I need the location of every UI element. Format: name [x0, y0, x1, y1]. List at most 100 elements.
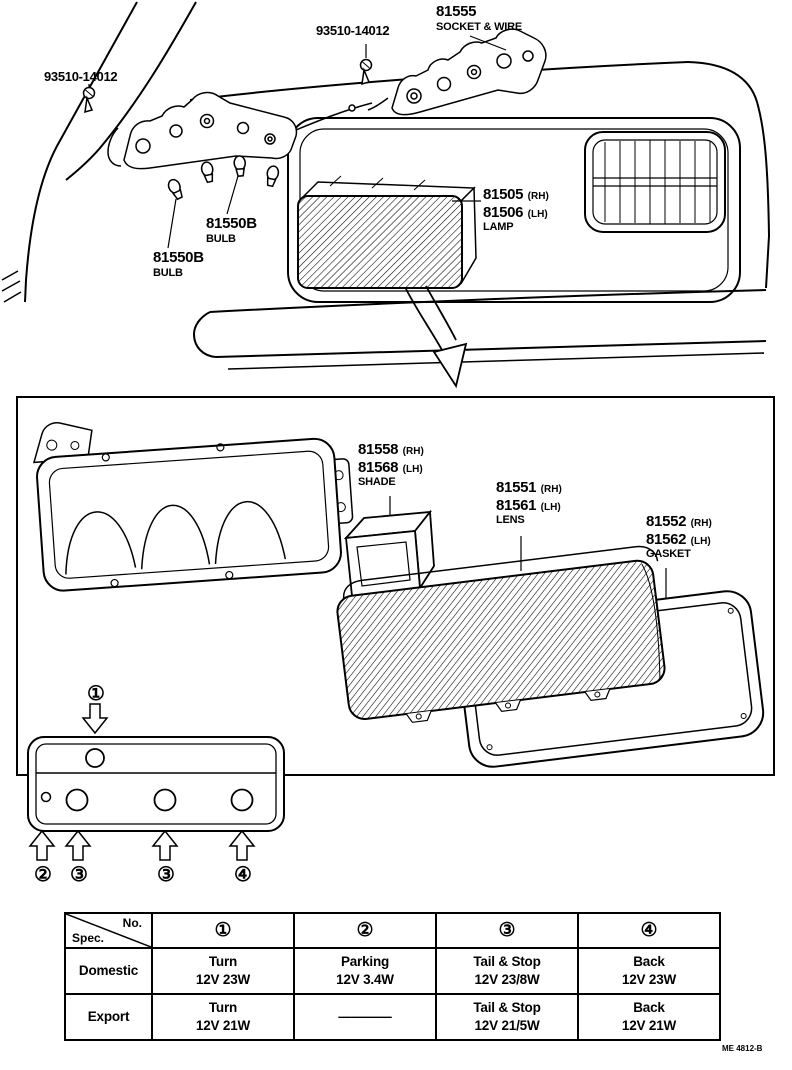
part-desc: SHADE — [358, 476, 396, 489]
tail-lamp-assembly — [297, 175, 477, 289]
part-number: 81558 — [358, 441, 399, 458]
label-screw-mid: 93510-14012 — [316, 23, 390, 38]
cell-line-2: 12V 21W — [195, 1018, 251, 1033]
label-lens: 81551 (RH) 81561 (LH) LENS — [496, 479, 562, 526]
table-cell: Tail & Stop 12V 21/5W — [435, 993, 579, 1041]
part-number: 81555 — [436, 3, 477, 20]
part-number: 81551 — [496, 479, 537, 496]
label-shade: 81558 (RH) 81568 (LH) SHADE — [358, 441, 424, 488]
cell-line-1: Turn — [208, 1000, 238, 1016]
part-number: 81506 — [483, 203, 524, 221]
corner-spec-label: Spec. — [72, 931, 105, 945]
cell-line-2: 12V 23W — [195, 972, 251, 987]
spec-table: No. Spec. ① ② ③ ④ Domestic Turn 12V 23W … — [64, 912, 721, 1041]
part-number: 81550B — [153, 249, 204, 266]
cell-line-2: 12V 21/5W — [474, 1018, 540, 1033]
arrow-down-icon — [81, 703, 109, 735]
cell-line-1: Back — [633, 1000, 665, 1016]
column-header-2: ② — [293, 912, 437, 949]
part-side: (RH) — [690, 518, 712, 529]
detail-box — [16, 396, 775, 776]
column-header-1: ① — [151, 912, 295, 949]
part-side: (RH) — [540, 484, 562, 495]
harness-wire — [295, 97, 389, 131]
part-number: 81561 — [496, 496, 537, 514]
leader-lines — [88, 35, 667, 600]
label-gasket: 81552 (RH) 81562 (LH) GASKET — [646, 513, 712, 560]
corner-diagonal-line — [66, 914, 151, 947]
part-side: (RH) — [527, 191, 549, 202]
callout-3: ③ — [157, 864, 175, 886]
label-lamp: 81505 (RH) 81506 (LH) LAMP — [483, 186, 549, 233]
table-cell: Turn 12V 21W — [151, 993, 295, 1041]
lens-part — [336, 545, 666, 723]
part-desc: BULB — [206, 232, 236, 245]
callout-3: ③ — [70, 864, 88, 886]
part-desc: GASKET — [646, 548, 691, 561]
arrow-up-icon — [28, 829, 56, 861]
ground-hatch-marks — [1, 270, 22, 303]
bumper — [192, 289, 767, 370]
doc-code: ME 4812-B — [722, 1044, 763, 1053]
detail-arrow — [405, 285, 468, 389]
cell-line-1: Turn — [208, 954, 238, 970]
shade-part — [343, 509, 435, 598]
table-cell: Tail & Stop 12V 23/8W — [435, 947, 579, 995]
cell-line-1: Parking — [340, 954, 390, 970]
label-screw-left: 93510-14012 — [44, 69, 118, 84]
column-header-3: ③ — [435, 912, 579, 949]
part-number: 81505 — [483, 186, 524, 203]
part-number: 81562 — [646, 530, 687, 548]
cell-line-2: 12V 23/8W — [474, 972, 540, 987]
cell-line-1: Back — [633, 954, 665, 970]
bulb-icon — [266, 165, 280, 188]
part-desc: SOCKET & WIRE — [436, 20, 523, 33]
corner-no-label: No. — [122, 916, 142, 930]
table-cell: Back 12V 23W — [577, 947, 721, 995]
bulbs — [167, 155, 280, 201]
part-side: (LH) — [690, 535, 711, 547]
table-cell: Parking 12V 3.4W — [293, 947, 437, 995]
part-desc: LAMP — [483, 221, 514, 234]
callout-1: ① — [87, 683, 105, 705]
arrow-up-icon — [151, 829, 179, 861]
tail-lamp-diagram-svg — [1, 1, 775, 861]
table-row-domestic: Domestic Turn 12V 23W Parking 12V 3.4W T… — [64, 947, 721, 995]
part-number: 81550B — [206, 215, 257, 232]
part-number: 81552 — [646, 513, 687, 530]
arrow-up-icon — [64, 829, 92, 861]
part-number: 81568 — [358, 458, 399, 476]
label-bulb-b: 81550B BULB — [153, 249, 204, 279]
part-desc: LENS — [496, 514, 525, 527]
cell-line-1: Tail & Stop — [473, 1000, 541, 1016]
table-cell: Turn 12V 23W — [151, 947, 295, 995]
screw-left — [82, 86, 96, 114]
table-row-export: Export Turn 12V 21W ———— Tail & Stop 12V… — [64, 993, 721, 1041]
cell-line-2: 12V 21W — [621, 1018, 677, 1033]
cell-line-1: ———— — [338, 1009, 392, 1025]
part-desc: BULB — [153, 266, 183, 279]
socket-bracket-left — [107, 91, 298, 170]
bulb-icon — [167, 178, 183, 201]
table-corner-cell: No. Spec. — [64, 912, 153, 949]
callout-2: ② — [34, 864, 52, 886]
vent-grille — [584, 131, 726, 233]
row-name: Domestic — [64, 947, 153, 995]
part-side: (LH) — [527, 208, 548, 220]
bulb-icon — [200, 161, 214, 184]
socket-bracket-right — [391, 28, 547, 116]
screw-mid — [359, 58, 373, 86]
rear-view-lamp — [27, 736, 285, 832]
cell-line-2: 12V 3.4W — [336, 972, 394, 987]
callout-arrows — [28, 703, 256, 861]
label-socket-wire: 81555 SOCKET & WIRE — [436, 3, 523, 33]
cell-line-1: Tail & Stop — [473, 954, 541, 970]
label-bulb-a: 81550B BULB — [206, 215, 257, 245]
cell-line-2: 12V 23W — [621, 972, 677, 987]
column-header-4: ④ — [577, 912, 721, 949]
row-name: Export — [64, 993, 153, 1041]
bulb-icon — [233, 155, 246, 177]
table-cell: Back 12V 21W — [577, 993, 721, 1041]
table-cell: ———— — [293, 993, 437, 1041]
